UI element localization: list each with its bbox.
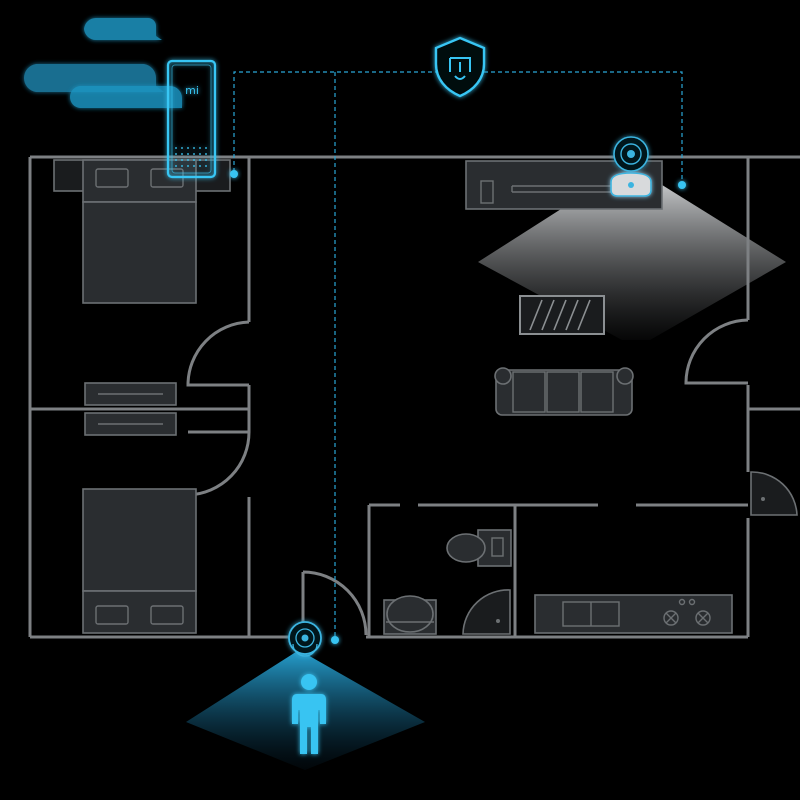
person-icon <box>292 674 326 754</box>
wardrobes <box>84 382 177 436</box>
voice-bubble-medium <box>69 86 182 108</box>
bed-top <box>53 159 231 304</box>
speaker-logo-text: mi <box>185 84 199 97</box>
voice-bubbles <box>23 17 182 108</box>
walls <box>28 155 800 639</box>
doorbell-sensor-icon <box>288 621 322 657</box>
tv-screen <box>519 295 605 335</box>
bed-bottom <box>82 488 197 634</box>
voice-bubble-large <box>23 64 164 92</box>
link-node-camera <box>678 181 686 189</box>
shield-logo-icon <box>434 36 486 98</box>
link-node-speaker <box>230 170 238 178</box>
link-node-sensor <box>331 636 339 644</box>
bathtub <box>383 595 437 635</box>
smart-speaker-icon: mi <box>166 59 217 179</box>
sofa <box>494 367 634 416</box>
voice-bubble-small <box>84 17 162 41</box>
dome-camera-icon <box>610 136 652 197</box>
toilet <box>446 529 512 567</box>
kitchen-counter <box>534 594 733 634</box>
doors <box>186 318 798 637</box>
